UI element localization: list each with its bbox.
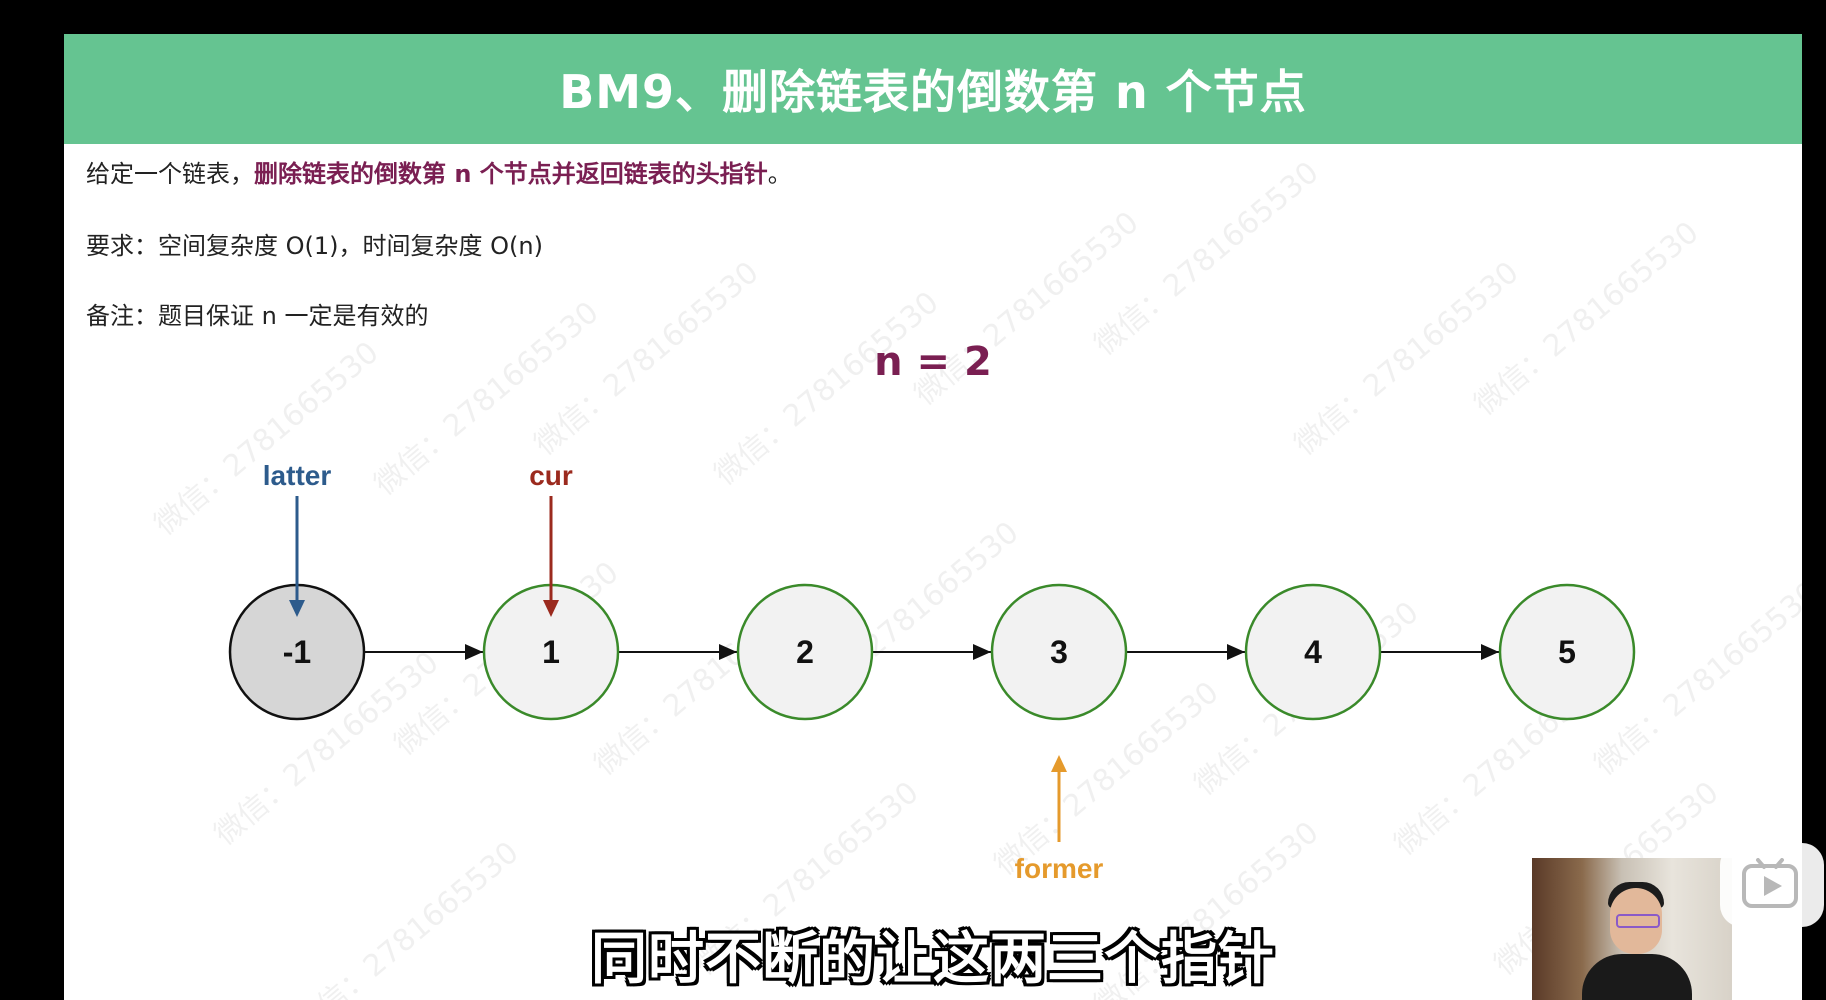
description-prefix: 给定一个链表， (86, 160, 254, 188)
list-node: -1 (228, 583, 366, 721)
list-node: 5 (1498, 583, 1636, 721)
list-node-circle (1244, 583, 1382, 721)
list-node-value: 4 (1304, 634, 1322, 670)
list-node: 2 (736, 583, 874, 721)
list-node: 1 (482, 583, 620, 721)
list-node-circle (736, 583, 874, 721)
list-node: 3 (990, 583, 1128, 721)
requirement-text: 要求：空间复杂度 O(1)，时间复杂度 O(n) (86, 232, 543, 260)
presenter-body (1582, 954, 1692, 1000)
pointer-former: former (1015, 755, 1104, 884)
list-node-value: 2 (796, 634, 814, 670)
n-label: n = 2 (874, 339, 992, 385)
list-pointers: latter cur former (263, 460, 1104, 884)
play-icon (1742, 858, 1798, 908)
list-node-value: 5 (1558, 634, 1576, 670)
title-bar: BM9、删除链表的倒数第 n 个节点 (64, 34, 1802, 144)
pointer-arrow-head (289, 600, 305, 617)
pointer-arrow-head (1051, 755, 1067, 772)
play-button[interactable] (1720, 843, 1824, 927)
pointer-arrow-head (543, 600, 559, 617)
list-node-value: -1 (283, 634, 311, 670)
pointer-label: cur (529, 460, 573, 491)
list-nodes: -1 1 2 3 4 5 (228, 583, 1636, 721)
presenter-face (1610, 888, 1662, 954)
description-suffix: 。 (767, 160, 792, 188)
list-node-circle (1498, 583, 1636, 721)
pointer-cur: cur (529, 460, 573, 617)
pointer-latter: latter (263, 460, 332, 617)
linked-list-diagram: -1 1 2 3 4 5 latter cur former (228, 460, 1636, 884)
pointer-label: former (1015, 853, 1104, 884)
video-subtitle: 同时不断的让这两三个指针 (591, 927, 1275, 992)
note-text: 备注：题目保证 n 一定是有效的 (86, 302, 429, 330)
description-highlight: 删除链表的倒数第 n 个节点并返回链表的头指针 (254, 160, 768, 188)
list-node-circle (990, 583, 1128, 721)
pointer-label: latter (263, 460, 332, 491)
list-node-value: 3 (1050, 634, 1068, 670)
webcam-overlay (1532, 858, 1732, 1000)
list-node: 4 (1244, 583, 1382, 721)
problem-description: 给定一个链表，删除链表的倒数第 n 个节点并返回链表的头指针。 (86, 154, 792, 189)
presenter-glasses (1616, 914, 1660, 928)
slide-title: BM9、删除链表的倒数第 n 个节点 (559, 65, 1307, 119)
list-node-value: 1 (542, 634, 560, 670)
